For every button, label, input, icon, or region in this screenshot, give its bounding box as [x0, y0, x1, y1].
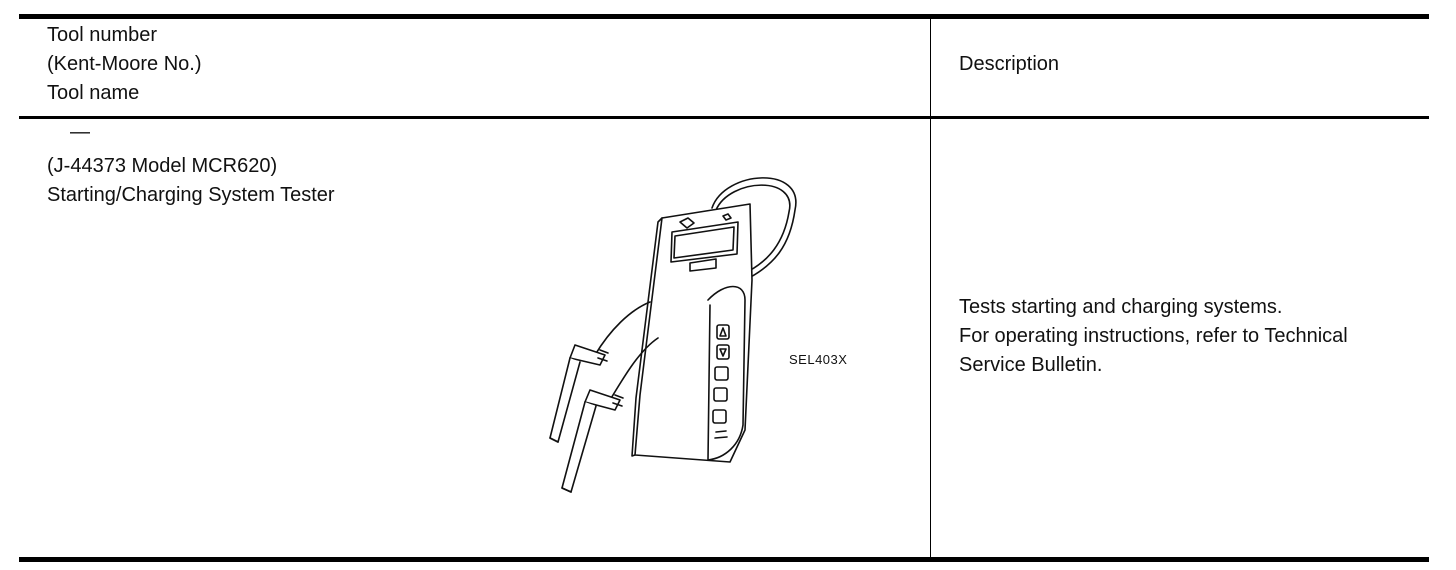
column-divider — [930, 19, 931, 557]
table-bottom-border — [19, 557, 1429, 562]
tool-name: Starting/Charging System Tester — [47, 184, 335, 206]
header-description: Description — [959, 53, 1060, 75]
tool-info: (J-44373 Model MCR620) Starting/Charging… — [47, 152, 335, 210]
kent-moore-number: (J-44373 Model MCR620) — [47, 155, 278, 177]
table-top-border — [19, 14, 1429, 19]
description-line-1: Tests starting and charging systems. — [959, 296, 1283, 318]
tester-illustration — [549, 177, 797, 493]
description-line-3: Service Bulletin. — [959, 354, 1103, 376]
header-divider — [19, 116, 1429, 119]
tool-number-value: — — [70, 121, 90, 143]
figure-code: SEL403X — [789, 352, 848, 367]
header-tool-number: Tool number — [47, 24, 158, 46]
description-text: Tests starting and charging systems. For… — [959, 293, 1348, 380]
header-tool-name: Tool name — [47, 82, 140, 104]
header-tool-column: Tool number (Kent-Moore No.) Tool name — [47, 21, 202, 108]
header-kent-moore: (Kent-Moore No.) — [47, 53, 202, 75]
description-line-2: For operating instructions, refer to Tec… — [959, 325, 1348, 347]
